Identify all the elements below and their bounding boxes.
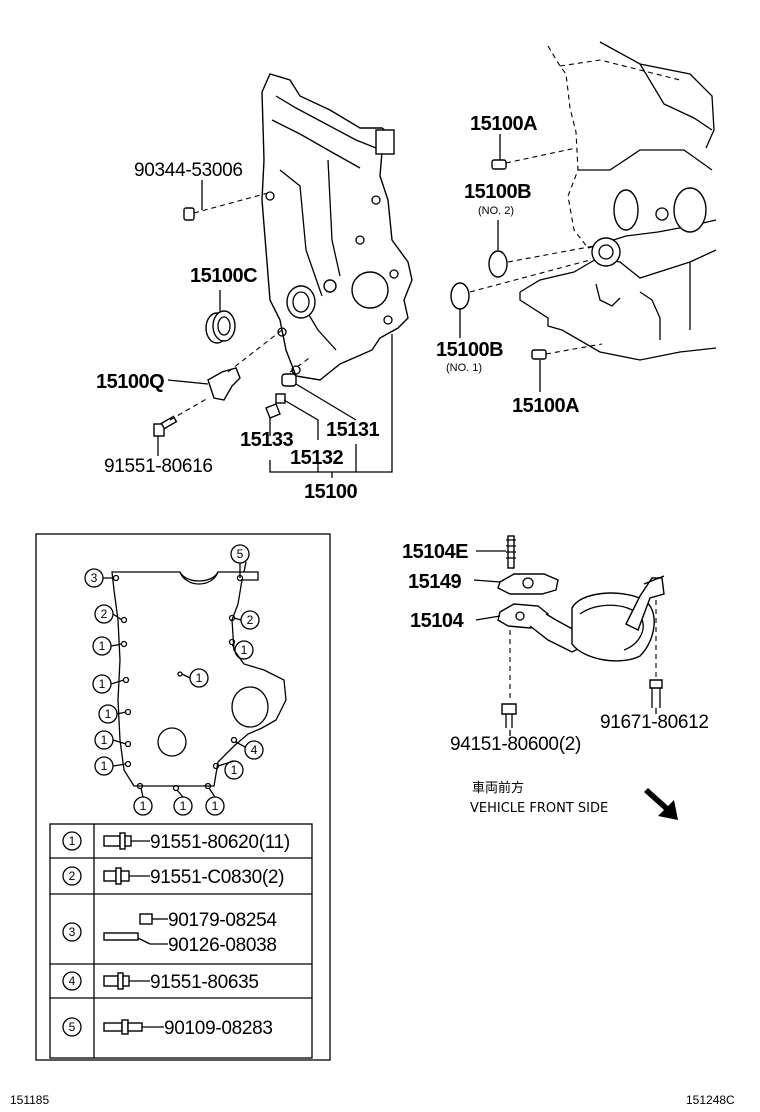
- nut-icon: [139, 913, 153, 925]
- label-no1: (NO. 1): [446, 362, 482, 374]
- callout-circle: 3: [84, 568, 104, 588]
- label-15104: 15104: [410, 610, 464, 632]
- label-91551-80616: 91551-80616: [104, 456, 213, 477]
- legend-code: 90109-08283: [164, 1018, 273, 1039]
- callout-circle: 1: [173, 796, 193, 816]
- svg-text:1: 1: [231, 763, 238, 777]
- footer-left-code: 151185: [10, 1093, 49, 1107]
- legend-row: 3 90179-08254 90126-08038: [62, 910, 278, 956]
- relief-valve-group: [265, 334, 393, 478]
- callout-circle: 1: [92, 636, 112, 656]
- flange-bolt-icon: [103, 867, 130, 885]
- bolt-layout-frame: [35, 533, 331, 1061]
- flange-bolt-icon: [103, 972, 130, 990]
- svg-text:5: 5: [69, 1020, 76, 1034]
- legend-code: 91551-80635: [150, 972, 259, 993]
- footer-right-code: 151248C: [686, 1093, 735, 1107]
- sensor-15100Q: [167, 329, 283, 401]
- svg-text:1: 1: [105, 707, 112, 721]
- callout-circle: 1: [94, 730, 114, 750]
- bolt-91551-80616: [153, 397, 209, 456]
- callout-circle: 5: [230, 544, 250, 564]
- direction-jp: 車両前方: [472, 780, 524, 796]
- svg-text:1: 1: [180, 799, 187, 813]
- flange-bolt-icon: [103, 832, 132, 850]
- svg-text:2: 2: [101, 607, 108, 621]
- svg-text:1: 1: [101, 733, 108, 747]
- label-no2: (NO. 2): [478, 205, 514, 217]
- o-ring-no1: [450, 259, 591, 338]
- svg-text:1: 1: [69, 834, 76, 848]
- label-15100A-top: 15100A: [470, 113, 537, 135]
- label-15133: 15133: [240, 429, 293, 451]
- cover-outline-illustration: [111, 561, 287, 792]
- label-15132: 15132: [290, 447, 343, 469]
- label-91671-80612: 91671-80612: [600, 712, 709, 733]
- legend-row: 5 90109-08283: [62, 1017, 273, 1039]
- legend-code: 90179-08254: [168, 910, 277, 931]
- stud-bolt-icon: [103, 1019, 143, 1035]
- label-15100: 15100: [304, 481, 357, 503]
- label-15131: 15131: [326, 419, 379, 441]
- direction-en: VEHICLE FRONT SIDE: [470, 801, 608, 816]
- callout-circle: 1: [234, 640, 254, 660]
- svg-text:2: 2: [247, 613, 254, 627]
- svg-text:3: 3: [69, 925, 76, 939]
- callout-circle: 1: [205, 796, 225, 816]
- callout-circle: 2: [94, 604, 114, 624]
- callout-circle: 1: [94, 756, 114, 776]
- svg-text:4: 4: [251, 743, 258, 757]
- legend-row: 4 91551-80635: [62, 971, 259, 993]
- svg-text:1: 1: [99, 677, 106, 691]
- svg-text:1: 1: [196, 671, 203, 685]
- callout-circle: 1: [92, 674, 112, 694]
- dowel-pin-top: [491, 134, 577, 170]
- callout-circle: 1: [133, 796, 153, 816]
- label-15104E: 15104E: [402, 541, 468, 563]
- o-ring-no2: [488, 220, 595, 278]
- gasket-callouts: 1 1 1 1 1 1 1 1 1 1 1 2 2 3 4 5: [84, 544, 264, 816]
- svg-text:1: 1: [99, 639, 106, 653]
- label-15100A-bottom: 15100A: [512, 395, 579, 417]
- legend-code: 91551-80620(11): [150, 832, 290, 853]
- svg-text:1: 1: [140, 799, 147, 813]
- engine-block-illustration: [519, 41, 717, 361]
- front-direction-arrow-icon: [638, 788, 678, 820]
- svg-text:1: 1: [212, 799, 219, 813]
- label-15100B-no2: 15100B: [464, 181, 531, 203]
- svg-text:1: 1: [101, 759, 108, 773]
- plug-90344: [183, 192, 269, 221]
- callout-circle: 1: [224, 760, 244, 780]
- dowel-pin-bottom: [531, 343, 603, 392]
- legend-code: 91551-C0830(2): [150, 867, 284, 888]
- label-94151-80600: 94151-80600(2): [450, 734, 581, 755]
- label-15100C: 15100C: [190, 265, 257, 287]
- legend-row: 2 91551-C0830(2): [62, 866, 284, 888]
- label-90344-53006: 90344-53006: [134, 160, 243, 181]
- legend-code: 90126-08038: [168, 935, 277, 956]
- callout-circle: 4: [244, 740, 264, 760]
- svg-text:4: 4: [69, 974, 76, 988]
- label-15100Q: 15100Q: [96, 371, 164, 393]
- oil-strainer-illustration: [473, 535, 665, 736]
- legend-row: 1 91551-80620(11): [62, 831, 290, 853]
- oil-seal-15100C: [205, 290, 236, 344]
- label-15100B-no1: 15100B: [436, 339, 503, 361]
- label-15149: 15149: [408, 571, 461, 593]
- stud-bolt-icon: [103, 932, 139, 941]
- callout-circle: 2: [240, 610, 260, 630]
- svg-text:1: 1: [241, 643, 248, 657]
- callout-circle: 1: [98, 704, 118, 724]
- timing-cover-illustration: [261, 73, 413, 381]
- svg-text:5: 5: [237, 547, 244, 561]
- bolt-legend-table: 1 91551-80620(11) 2 91551-C0830(2) 3 901…: [49, 823, 313, 1059]
- callout-circle: 1: [189, 668, 209, 688]
- svg-text:3: 3: [91, 571, 98, 585]
- svg-text:2: 2: [69, 869, 76, 883]
